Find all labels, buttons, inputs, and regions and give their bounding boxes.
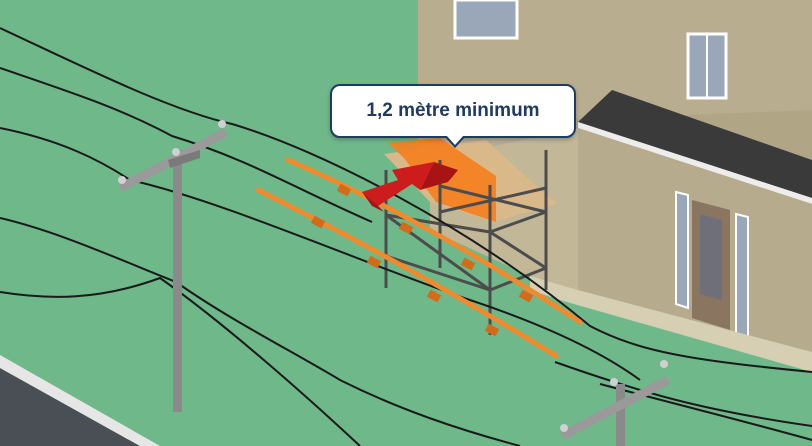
insulating-covers — [255, 157, 583, 359]
window — [453, 0, 519, 40]
porch-roof — [578, 90, 812, 198]
porch-roof-edge — [578, 122, 812, 204]
power-lines — [0, 27, 812, 446]
road-curb — [0, 355, 160, 446]
cover-sleeves — [310, 183, 534, 337]
utility-pole-right — [560, 360, 670, 446]
porch-floor — [530, 276, 812, 372]
clearance-label: 1,2 mètre minimum — [366, 100, 540, 121]
door-window — [700, 214, 722, 300]
double-arrow-icon — [362, 162, 458, 212]
utility-pole-left — [118, 120, 228, 412]
side-window — [735, 212, 749, 340]
side-window — [675, 190, 689, 310]
clearance-callout: 1,2 mètre minimum — [330, 84, 576, 148]
